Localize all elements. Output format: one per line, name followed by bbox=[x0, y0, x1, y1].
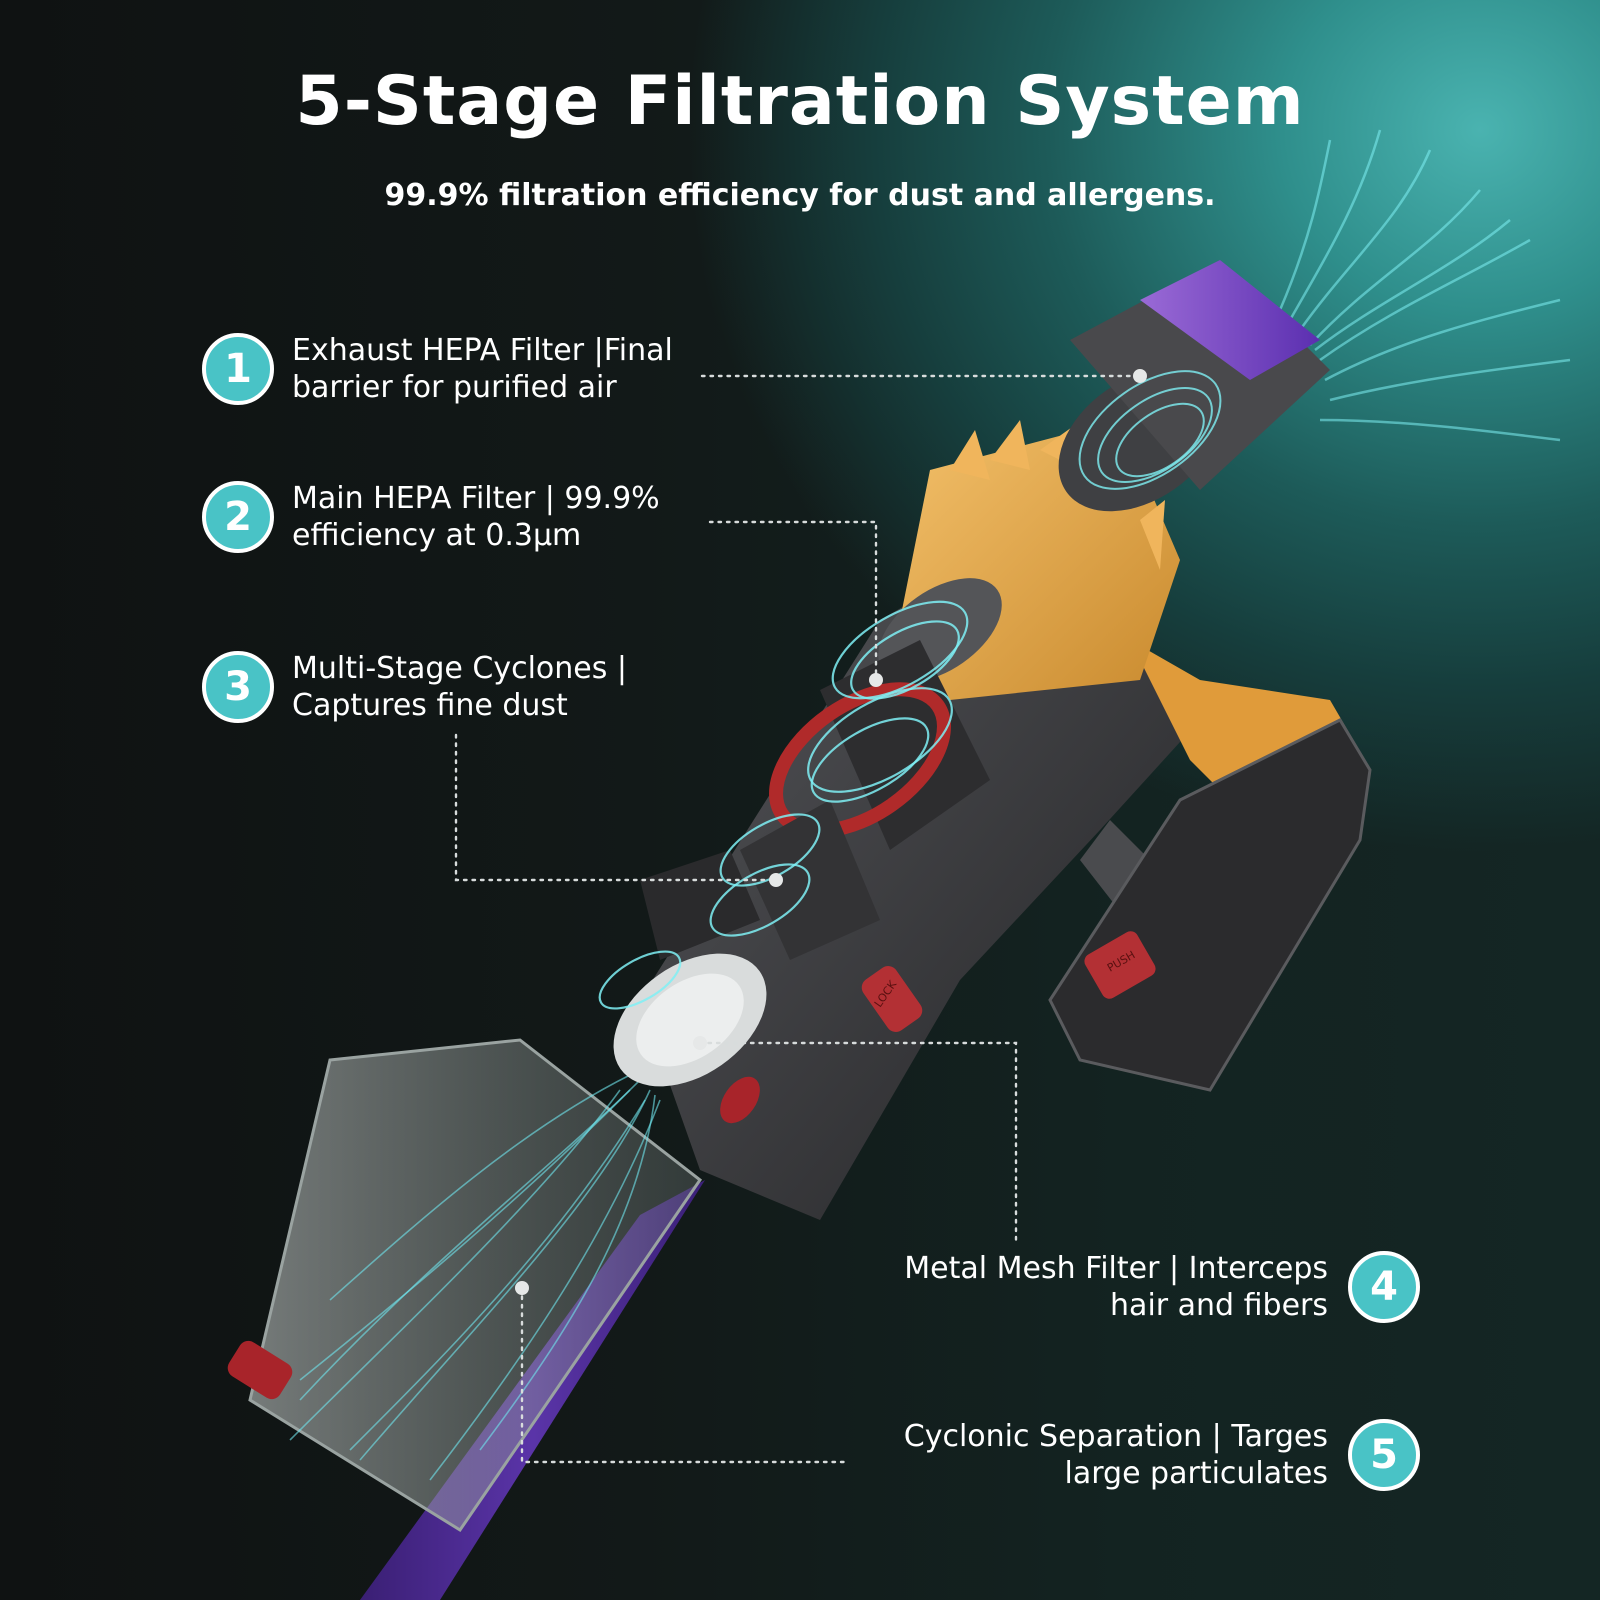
callout-text: Main HEPA Filter | 99.9% efficiency at 0… bbox=[292, 481, 660, 553]
stage-number-badge: 4 bbox=[1348, 1251, 1420, 1323]
callout-text: Cyclonic Separation | Targes large parti… bbox=[903, 1419, 1328, 1491]
callout-main-hepa-filter: 2 Main HEPA Filter | 99.9% efficiency at… bbox=[202, 480, 660, 554]
main-body: PUSH LOCK bbox=[640, 540, 1372, 1220]
dust-bin bbox=[227, 1038, 703, 1533]
callout-text: Multi-Stage Cyclones | Captures fine dus… bbox=[292, 651, 628, 723]
page-subtitle: 99.9% filtration efficiency for dust and… bbox=[384, 178, 1216, 213]
leader-lines bbox=[454, 374, 1140, 1464]
callout-text: Metal Mesh Filter | Interceps hair and f… bbox=[904, 1251, 1328, 1323]
stage-number-badge: 3 bbox=[202, 651, 274, 723]
callout-exhaust-hepa-filter: 1 Exhaust HEPA Filter |Final barrier for… bbox=[202, 332, 673, 406]
stage-number-badge: 2 bbox=[202, 481, 274, 553]
callout-text: Exhaust HEPA Filter |Final barrier for p… bbox=[292, 333, 673, 405]
callout-cyclonic-separation: 5 Cyclonic Separation | Targes large par… bbox=[904, 1418, 1420, 1492]
exhaust-airflow bbox=[1278, 129, 1571, 442]
stage-number-badge: 5 bbox=[1348, 1419, 1420, 1491]
cyclone-modules bbox=[598, 600, 990, 1087]
exhaust-hepa-filter bbox=[1058, 260, 1330, 512]
callout-multi-stage-cyclones: 3 Multi-Stage Cyclones | Captures fine d… bbox=[202, 650, 627, 724]
page-title: 5-Stage Filtration System bbox=[295, 62, 1305, 141]
leader-dots bbox=[515, 369, 1147, 1295]
stage-number-badge: 1 bbox=[202, 333, 274, 405]
callout-metal-mesh-filter: 4 Metal Mesh Filter | Interceps hair and… bbox=[904, 1250, 1420, 1324]
